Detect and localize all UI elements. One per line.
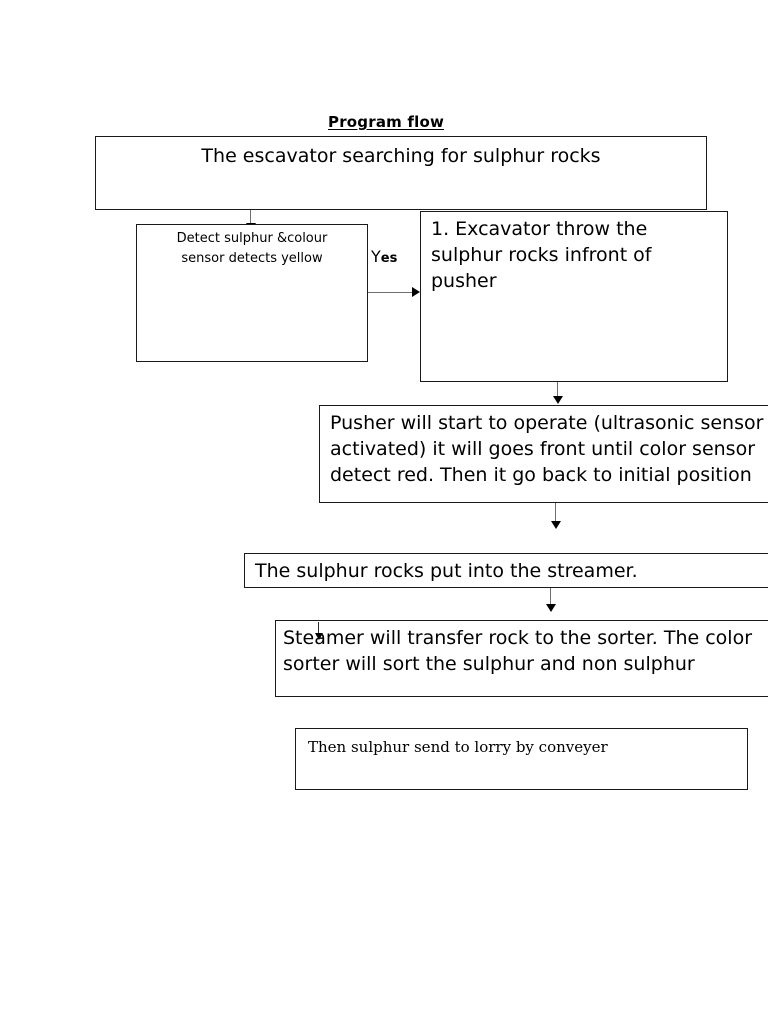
arrow-down-icon — [553, 396, 563, 404]
flow-node-detect-label: Detect sulphur &colour sensor detects ye… — [176, 231, 328, 266]
arrow-right-icon — [412, 287, 420, 297]
connector-streamer-to-sorter — [546, 588, 556, 616]
page-title: Program flow — [328, 113, 445, 131]
connector-detect-to-throw — [368, 287, 422, 302]
flow-node-pusher[interactable]: Pusher will start to operate (ultrasonic… — [319, 405, 768, 503]
flow-node-throw-label: 1. Excavator throw the sulphur rocks inf… — [431, 218, 658, 292]
flow-node-lorry-label: Then sulphur send to lorry by conveyer — [308, 738, 608, 756]
flow-node-start-label: The escavator searching for sulphur rock… — [201, 145, 601, 167]
flow-node-pusher-label: Pusher will start to operate (ultrasonic… — [330, 412, 764, 486]
flow-node-detect[interactable]: Detect sulphur &colour sensor detects ye… — [136, 224, 368, 362]
flow-node-lorry[interactable]: Then sulphur send to lorry by conveyer — [295, 728, 748, 790]
arrow-down-icon — [546, 604, 556, 612]
connector-line — [550, 588, 551, 607]
flow-node-sorter-label: Steamer will transfer rock to the sorter… — [283, 627, 759, 675]
edge-label-yes: Yes — [371, 247, 397, 266]
arrow-down-icon — [315, 633, 323, 640]
connector-line — [368, 292, 414, 293]
flow-node-throw[interactable]: 1. Excavator throw the sulphur rocks inf… — [420, 211, 728, 382]
connector-line — [318, 622, 319, 635]
edge-label-yes-cap: Y — [371, 247, 381, 266]
edge-label-yes-rest: es — [380, 251, 398, 266]
flow-node-start[interactable]: The escavator searching for sulphur rock… — [95, 136, 707, 210]
connector-line — [557, 382, 558, 399]
arrow-down-icon — [551, 521, 561, 529]
flow-node-streamer-label: The sulphur rocks put into the streamer. — [255, 560, 638, 582]
connector-line — [555, 503, 556, 524]
flow-node-streamer[interactable]: The sulphur rocks put into the streamer. — [244, 553, 768, 588]
flow-node-sorter[interactable]: Steamer will transfer rock to the sorter… — [275, 620, 768, 697]
connector-throw-to-pusher — [553, 382, 563, 406]
connector-stray-arrow — [315, 622, 323, 644]
connector-line — [250, 210, 251, 226]
connector-pusher-to-streamer — [551, 503, 561, 533]
